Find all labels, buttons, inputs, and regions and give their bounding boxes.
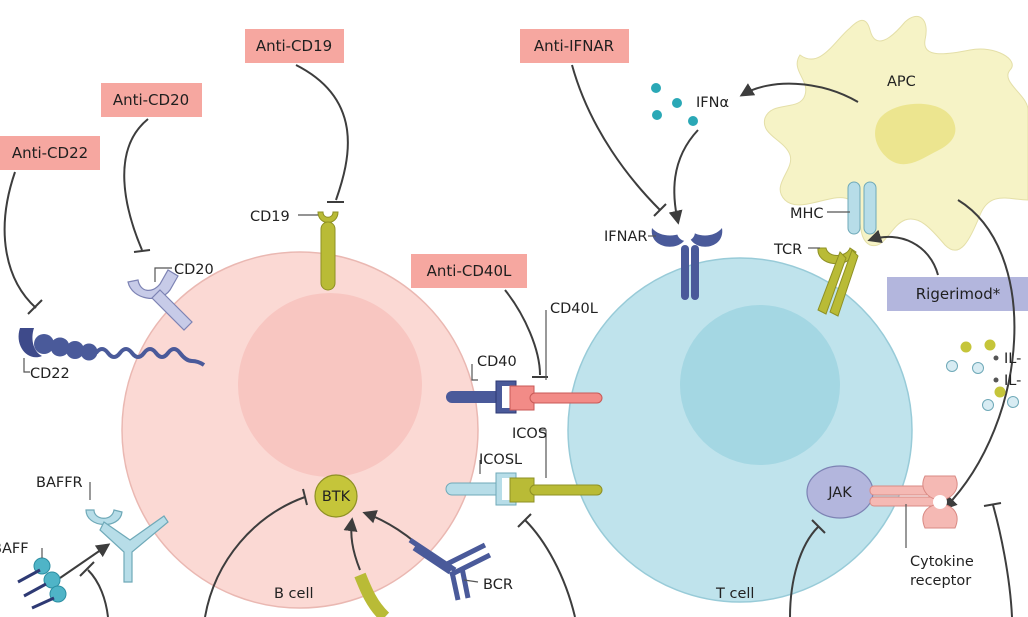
cd20-receptor <box>127 269 193 331</box>
t-cell-label: T cell <box>715 586 754 602</box>
cd19-receptor <box>317 211 339 291</box>
apc-cell <box>763 16 1028 251</box>
svg-text:Anti-CD19: Anti-CD19 <box>256 37 332 55</box>
signal-molecule <box>354 572 390 617</box>
ifn-alpha-dots <box>651 83 698 126</box>
icosl-receptor <box>445 472 517 506</box>
cytokine-receptor <box>869 475 958 529</box>
svg-text:Anti-IFNAR: Anti-IFNAR <box>534 37 614 55</box>
apc-label: APC <box>887 74 916 90</box>
baffr-receptor <box>85 509 169 583</box>
cd40l-label: CD40L <box>550 301 598 317</box>
cytokine-receptor-label-1: Cytokine <box>910 554 974 570</box>
svg-text:BTK: BTK <box>322 489 351 505</box>
anti-ifnar-drug: Anti-IFNAR <box>520 29 629 63</box>
b-cell-label: B cell <box>274 586 314 602</box>
icosl-label: ICOSL <box>479 452 522 468</box>
cd19-label: CD19 <box>250 209 290 225</box>
mhc-label: MHC <box>790 206 824 222</box>
ifn-alpha-label: IFNα <box>696 95 729 111</box>
btk-kinase: BTK <box>314 474 358 518</box>
cd20-label: CD20 <box>174 262 214 278</box>
baffr-label: BAFFR <box>36 475 83 491</box>
tcr-receptor <box>817 247 859 317</box>
drug-arcs <box>3 64 1016 617</box>
bcr-label: BCR <box>483 577 513 593</box>
svg-text:Anti-CD20: Anti-CD20 <box>113 91 189 109</box>
b-cell <box>121 251 479 609</box>
il-label-a: IL- <box>1004 351 1021 367</box>
t-cell <box>567 257 913 603</box>
jak-kinase: JAK <box>806 465 874 519</box>
svg-text:Rigerimod*: Rigerimod* <box>916 285 1001 303</box>
cd40l-ligand <box>509 385 603 411</box>
anti-cd19-drug: Anti-CD19 <box>245 29 344 63</box>
icos-receptor <box>509 477 603 503</box>
icos-label: ICOS <box>512 426 547 442</box>
label-connectors <box>23 211 907 583</box>
svg-text:JAK: JAK <box>827 485 852 501</box>
rigerimod-drug: Rigerimod* <box>887 277 1028 311</box>
bcr-receptor <box>408 537 492 601</box>
svg-text:Anti-CD40L: Anti-CD40L <box>427 262 512 280</box>
cd40-label: CD40 <box>477 354 517 370</box>
anti-cd22-drug: Anti-CD22 <box>0 136 100 170</box>
ifnar-label: IFNAR <box>604 229 647 245</box>
anti-cd40l-drug: Anti-CD40L <box>411 254 527 288</box>
ifnar-receptor <box>651 223 723 300</box>
mhc-molecule <box>847 181 877 235</box>
anti-cd20-drug: Anti-CD20 <box>101 83 202 117</box>
il-label-b: IL- <box>1004 373 1021 389</box>
cd22-label: CD22 <box>30 366 70 382</box>
tcr-label: TCR <box>773 242 802 258</box>
cytokine-receptor-label-2: receptor <box>910 573 971 589</box>
baff-label: BAFF <box>0 541 29 557</box>
cytokine-dots <box>946 339 1019 411</box>
baff-ligand <box>17 557 67 610</box>
cd22-receptor <box>18 328 206 367</box>
svg-text:Anti-CD22: Anti-CD22 <box>12 144 88 162</box>
